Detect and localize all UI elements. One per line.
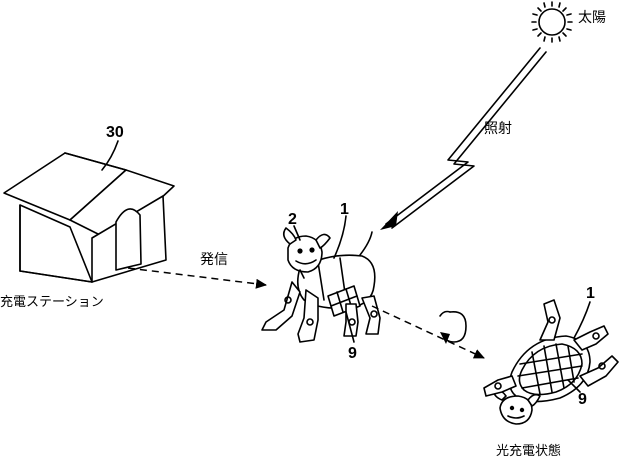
sun-icon <box>531 1 573 43</box>
rotation-icon <box>439 310 467 344</box>
robot-standing-numeral: 1 <box>340 201 349 218</box>
sun-label: 太陽 <box>578 10 606 26</box>
charging-station-label: 充電ステーション <box>0 294 104 310</box>
charging-station <box>3 152 175 283</box>
solar-standing-numeral: 9 <box>348 345 357 362</box>
transmit-arrow <box>127 267 267 289</box>
robot-standing-leader <box>333 215 347 259</box>
robot-lying-leader <box>573 301 591 339</box>
solar-lying-numeral: 9 <box>578 391 587 408</box>
irradiation-arrow <box>380 47 547 230</box>
solar-lying-leader <box>567 379 581 393</box>
irradiation-arrowhead <box>380 211 398 230</box>
station-numeral: 30 <box>106 124 124 141</box>
robot-lying-numeral: 1 <box>586 285 595 302</box>
robot-dog-standing <box>261 227 381 343</box>
transmit-label: 発信 <box>200 252 228 268</box>
robot-head-numeral: 2 <box>288 211 297 228</box>
station-leader-line <box>101 140 119 171</box>
state-transition-arrow <box>371 305 485 359</box>
irradiation-label: 照射 <box>484 121 512 137</box>
photo-charging-state-label: 光充電状態 <box>496 443 561 459</box>
robot-dog-lying <box>483 299 619 425</box>
solar-standing-leader <box>345 311 355 343</box>
robot-head-leader <box>293 225 301 241</box>
